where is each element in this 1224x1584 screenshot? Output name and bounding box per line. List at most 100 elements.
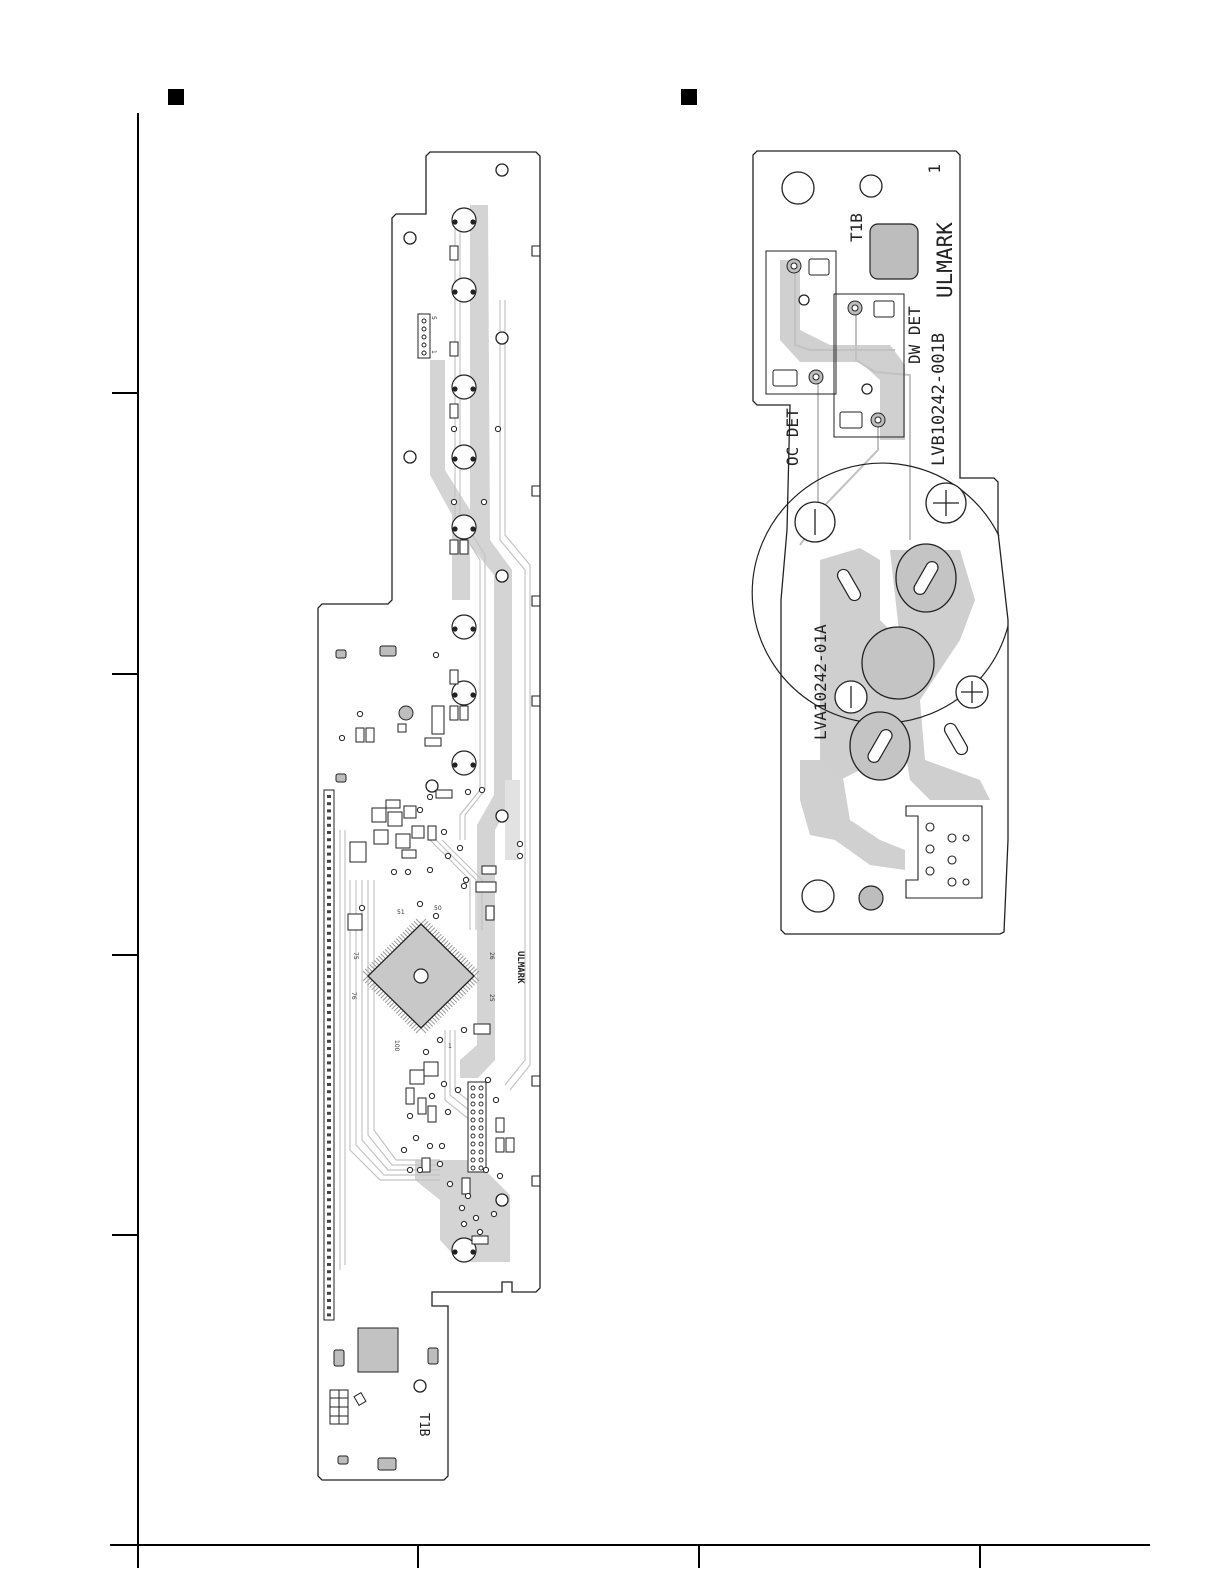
- connector-pad: [327, 1306, 331, 1309]
- main-connector-pin-1: 1: [430, 350, 437, 354]
- connector-pad: [327, 1220, 331, 1223]
- main-pin-51: 51: [397, 909, 405, 916]
- connector-pad: [327, 1076, 331, 1079]
- via: [405, 869, 410, 874]
- connector-pad: [327, 1112, 331, 1115]
- via: [465, 1193, 470, 1198]
- ic-leg: [456, 954, 461, 959]
- connector-pad: [327, 838, 331, 841]
- main-ulmark-label: ULMARK: [515, 951, 525, 984]
- connector-pad: [327, 1292, 331, 1295]
- ic-leg: [461, 989, 466, 994]
- header-pin: [479, 1150, 483, 1154]
- main-bottom-header: [330, 1390, 366, 1424]
- ic-leg: [401, 934, 406, 939]
- via: [427, 794, 432, 799]
- round-pad-lead: [453, 527, 457, 531]
- connector-pad: [327, 845, 331, 848]
- header-pin: [479, 1094, 483, 1098]
- ic-leg: [467, 965, 472, 970]
- main-connector-pads: [327, 795, 331, 1316]
- ic-leg: [436, 1013, 441, 1018]
- connector-pad: [327, 1299, 331, 1302]
- ic-leg: [443, 941, 448, 946]
- header-pin: [471, 1134, 475, 1138]
- ic-leg: [396, 939, 401, 944]
- connector-pad: [327, 1177, 331, 1180]
- ic-leg: [445, 943, 450, 948]
- det-minus-lower: [835, 681, 867, 713]
- ic-leg: [467, 983, 472, 988]
- header-pin: [471, 1142, 475, 1146]
- ic-leg: [392, 943, 397, 948]
- connector-pad: [327, 1097, 331, 1100]
- det-ulmark-label: ULMARK: [933, 222, 957, 298]
- via: [439, 1143, 444, 1148]
- header-pin: [479, 1158, 483, 1162]
- via: [451, 426, 456, 431]
- connector-pad: [327, 874, 331, 877]
- connector-pad: [327, 910, 331, 913]
- via: [485, 1077, 490, 1082]
- connector-pad: [327, 1313, 331, 1316]
- connector-pad: [327, 975, 331, 978]
- ic-leg: [394, 1006, 399, 1011]
- header-pin: [479, 1142, 483, 1146]
- connector-pad: [327, 1126, 331, 1129]
- ic-leg: [412, 1024, 417, 1029]
- ic-leg: [414, 921, 419, 926]
- connector-pad: [327, 989, 331, 992]
- via: [445, 853, 450, 858]
- connector-pad: [327, 1004, 331, 1007]
- connector-pad: [327, 1169, 331, 1172]
- via: [391, 869, 396, 874]
- ic-leg: [401, 1013, 406, 1018]
- connector-pad: [327, 1256, 331, 1259]
- round-pad-lead: [453, 290, 457, 294]
- connector-pad: [327, 1040, 331, 1043]
- ic-leg: [443, 1006, 448, 1011]
- connector-pad: [327, 1285, 331, 1288]
- frame-lines: [110, 113, 1150, 1568]
- ic-leg: [472, 978, 477, 983]
- ic-leg: [392, 1004, 397, 1009]
- header-pin: [471, 1166, 475, 1170]
- connector-pad: [327, 1241, 331, 1244]
- ic-leg: [423, 1026, 428, 1031]
- ic-leg: [403, 1015, 408, 1020]
- connector-pad: [327, 1105, 331, 1108]
- det-pin1-label: 1: [925, 164, 944, 174]
- ic-leg: [383, 996, 388, 1001]
- ic-leg: [461, 958, 466, 963]
- ic-leg: [445, 1004, 450, 1009]
- det-filled-hole: [859, 886, 883, 910]
- header-pin: [479, 1086, 483, 1090]
- connector-pad: [327, 968, 331, 971]
- connector-pad: [327, 881, 331, 884]
- via: [495, 426, 500, 431]
- connector-pad: [327, 1198, 331, 1201]
- ic-leg: [448, 1002, 453, 1007]
- via: [423, 1049, 428, 1054]
- via: [441, 829, 446, 834]
- ic-leg: [387, 947, 392, 952]
- via: [479, 787, 484, 792]
- ic-leg: [454, 952, 459, 957]
- connector-pad: [327, 1277, 331, 1280]
- connector-pad: [327, 860, 331, 863]
- ic-leg: [390, 1002, 395, 1007]
- via: [497, 1173, 502, 1178]
- main-pin-25: 25: [488, 994, 495, 1002]
- main-pin-100: 100: [393, 1040, 400, 1052]
- via: [491, 1211, 496, 1216]
- ic-leg: [465, 962, 470, 967]
- ic-leg: [436, 934, 441, 939]
- via: [429, 1093, 434, 1098]
- via: [483, 1167, 488, 1172]
- ic-leg: [430, 928, 435, 933]
- connector-pad: [327, 1033, 331, 1036]
- connector-pad: [327, 1155, 331, 1158]
- ic-leg: [414, 1026, 419, 1031]
- via: [461, 1221, 466, 1226]
- main-pin-header: [468, 1082, 486, 1172]
